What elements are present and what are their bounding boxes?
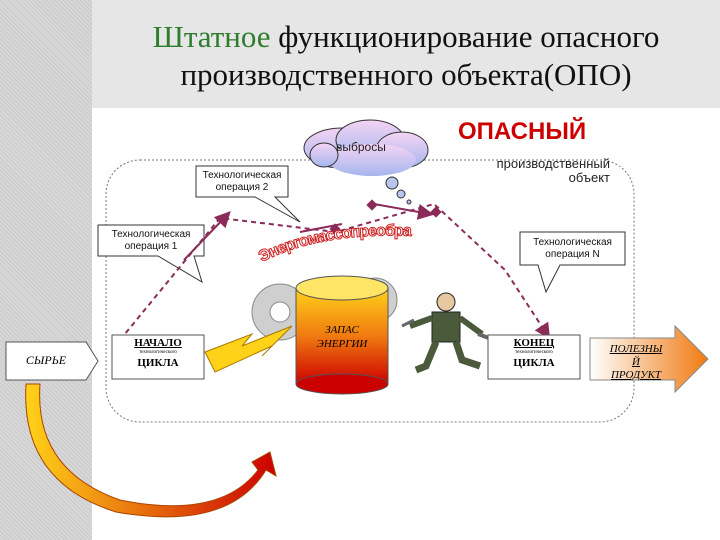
page-title: Штатное функционирование опасного произв… [92,18,720,94]
cycle-end-text: КОНЕЦ технологического ЦИКЛА [488,337,580,369]
process-path [119,202,551,341]
callout-op1 [97,224,205,284]
product-line1: ПОЛЕЗНЫ [609,343,663,355]
cycle-end-small: технологического [515,350,553,355]
cycle-start-text: НАЧАЛО технологического ЦИКЛА [112,337,204,369]
title-line2: производственного объекта(ОПО) [180,57,632,92]
cycle-start-small: технологического [139,350,177,355]
energy-line2: ЭНЕРГИИ [316,338,368,350]
operation-n-label: Технологическая операция N [533,237,612,260]
cycle-start-top: НАЧАЛО [134,337,182,349]
emissions-label: выбросы [336,140,386,154]
product-arrow [589,324,709,394]
callout-op2 [195,165,301,223]
energy-reserve-text: ЗАПАС ЭНЕРГИИ [300,323,384,351]
energy-line1: ЗАПАС [325,324,359,336]
raw-feed-curve [25,383,277,518]
emissions-cloud [303,119,429,205]
object-subheading: производственный объект [460,157,610,185]
cycle-end-top: КОНЕЦ [513,337,555,349]
product-line3: ПРОДУКТ [610,369,661,381]
operation-1-label: Технологическая операция 1 [111,229,191,252]
cycle-end-box [487,334,581,380]
title-accent: Штатное [152,19,271,54]
cycle-start-box [111,334,205,380]
operation-2-label: Технологическая операция 2 [202,170,282,193]
dangerous-heading: ОПАСНЫЙ [458,118,587,145]
lightning-bolt-icon [204,325,293,373]
worker-icon [401,292,495,374]
subheading-line2: объект [568,170,610,185]
title-background [92,0,720,108]
raw-material-label: СЫРЬЕ [25,353,67,367]
title-line1: функционирование опасного [270,19,660,54]
callout-opN [519,231,626,294]
raw-material-arrow [5,341,99,381]
product-line2: Й [632,356,640,368]
energy-cylinder [295,275,389,395]
cycle-end-bottom: ЦИКЛА [513,357,555,369]
subheading-line1: производственный [496,156,610,171]
useful-product-text: ПОЛЕЗНЫ Й ПРОДУКТ [598,343,674,382]
cycle-start-bottom: ЦИКЛА [137,357,179,369]
